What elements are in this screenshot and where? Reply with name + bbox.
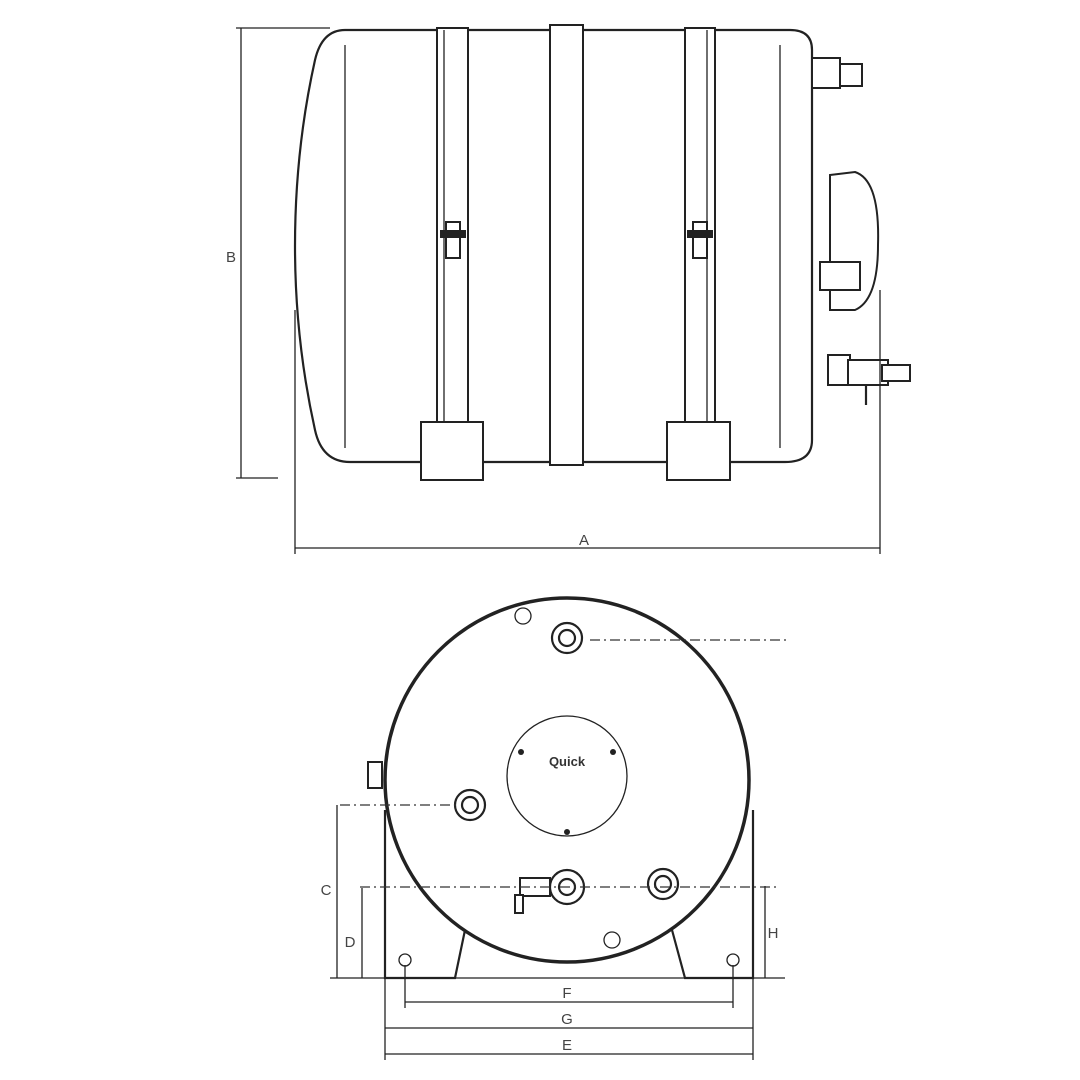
- element-cover: [819, 170, 880, 311]
- label-a: A: [579, 532, 589, 549]
- dimension-g: G: [385, 1011, 753, 1029]
- label-h: H: [768, 925, 779, 942]
- front-view: Quick C D H F G E: [321, 596, 788, 1060]
- side-view: B A: [226, 24, 911, 554]
- valve-side: [827, 354, 911, 405]
- brand-logo: Quick: [549, 754, 586, 769]
- dimension-b: B: [226, 27, 330, 479]
- dimension-f: F: [404, 965, 734, 1008]
- label-c: C: [321, 882, 332, 899]
- fitting-coil: [646, 867, 680, 901]
- tank-body-front: [383, 596, 751, 964]
- dimension-a: A: [294, 290, 881, 554]
- dimension-h: H: [764, 886, 779, 978]
- strap-center: [549, 24, 584, 466]
- label-b: B: [226, 249, 236, 266]
- strap-bolt-right: [687, 221, 713, 259]
- mount-hole-right: [726, 953, 740, 967]
- strap-bolt-left: [440, 221, 466, 259]
- foot-left: [420, 421, 484, 481]
- strap-right: [684, 27, 716, 429]
- foot-right: [666, 421, 731, 481]
- strap-left: [436, 27, 469, 429]
- dimension-e: E: [384, 978, 754, 1060]
- element-plate: [506, 715, 628, 837]
- label-g: G: [561, 1011, 573, 1028]
- fitting-hot: [550, 621, 584, 655]
- fitting-top: [811, 57, 863, 89]
- label-d: D: [345, 934, 356, 951]
- mount-hole-left: [398, 953, 412, 967]
- dimension-c: C: [321, 805, 338, 978]
- label-e: E: [562, 1037, 572, 1054]
- tank-body-side: [293, 28, 814, 464]
- side-fitting: [367, 761, 383, 789]
- label-f: F: [562, 985, 571, 1002]
- dimension-d: D: [345, 888, 363, 978]
